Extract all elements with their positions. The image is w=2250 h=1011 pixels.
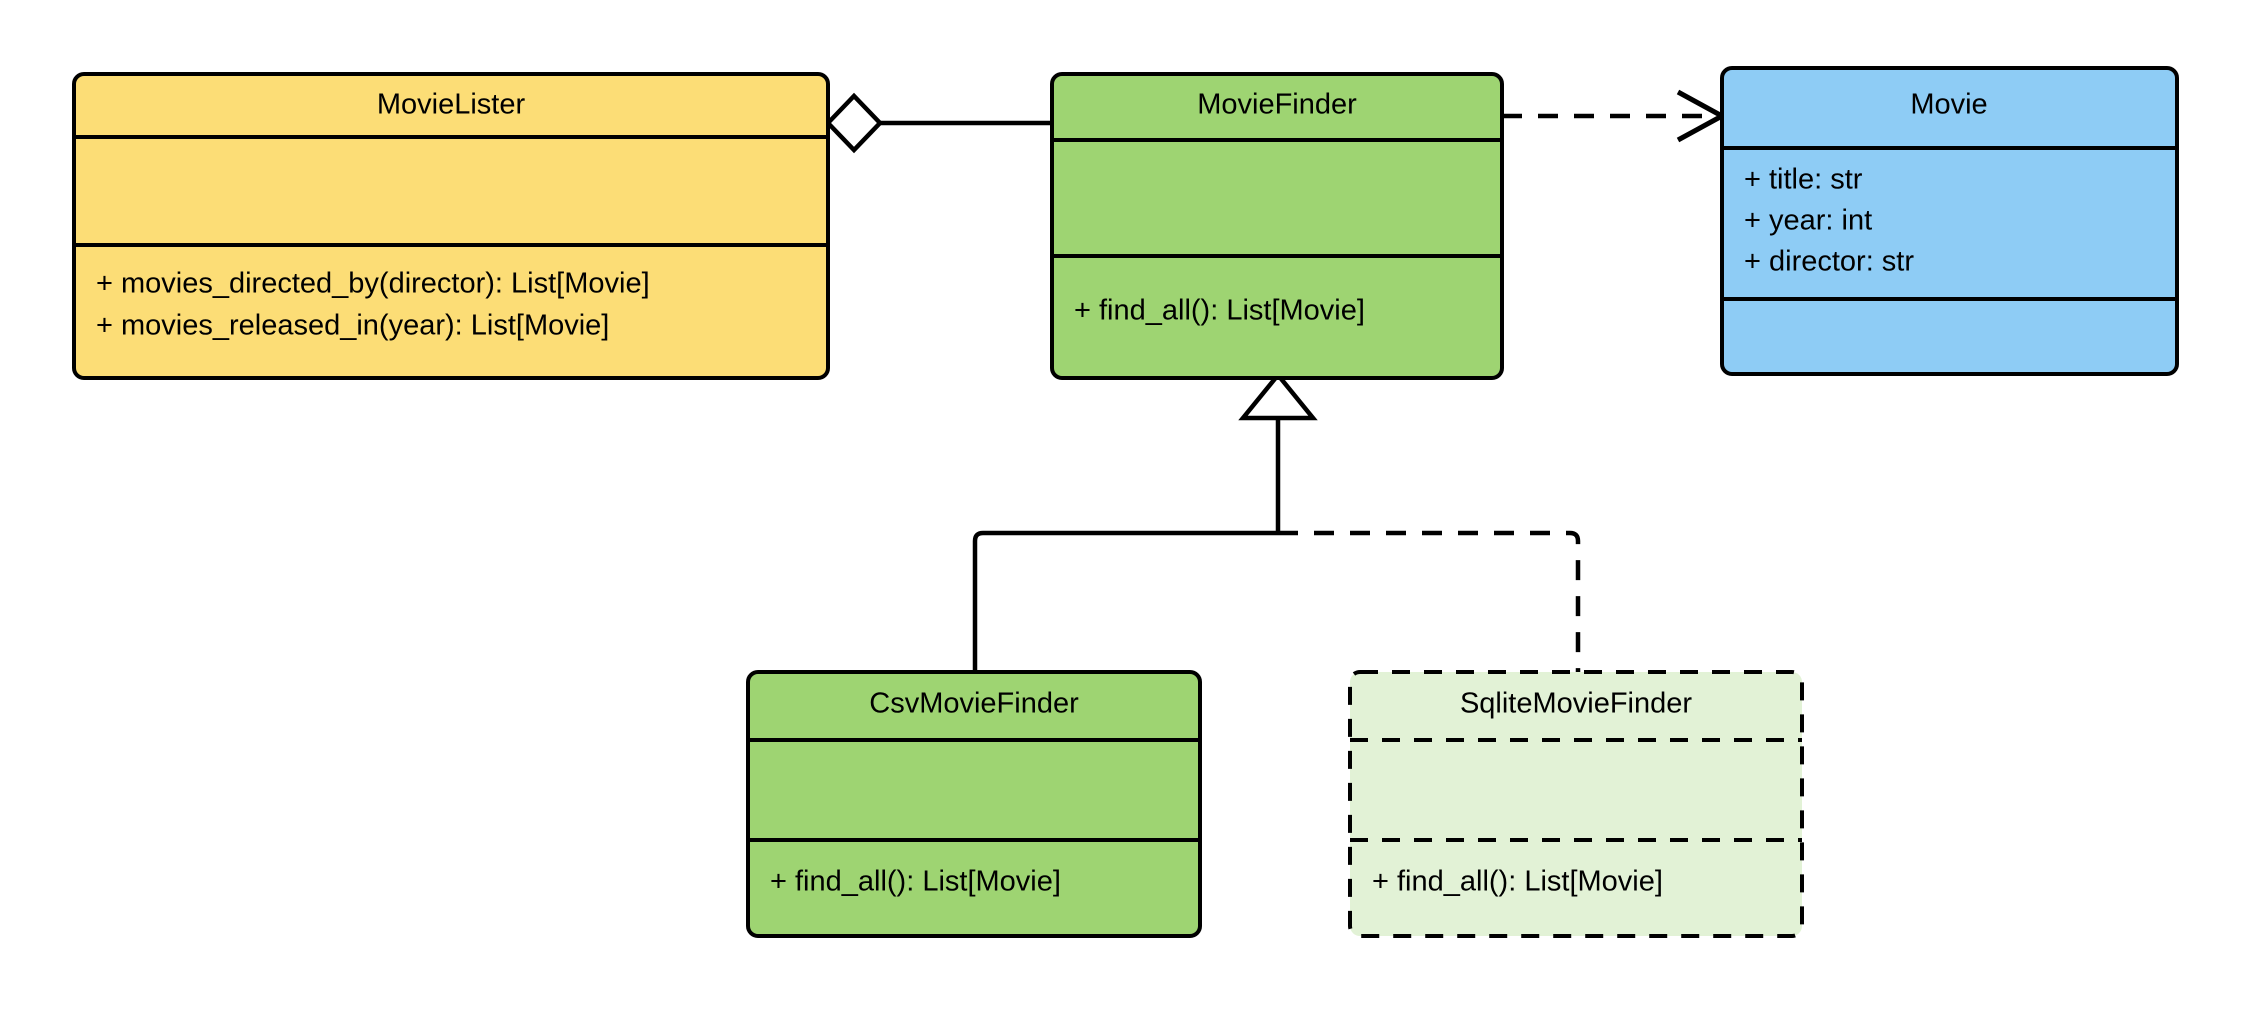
movie-lister-method-1: + movies_released_in(year): List[Movie]	[96, 310, 609, 342]
class-box-csv-movie-finder[interactable]: CsvMovieFinder + find_all(): List[Movie]	[746, 670, 1202, 938]
movie-finder-frame	[1050, 72, 1504, 380]
generalization-line-csv	[972, 530, 1278, 672]
relationship-aggregation-lister-finder[interactable]	[824, 92, 1052, 154]
class-box-movie-lister[interactable]: MovieLister + movies_directed_by(directo…	[72, 72, 830, 380]
relationship-generalization-sqlite-finder[interactable]	[1278, 530, 1581, 672]
class-box-movie-finder[interactable]: MovieFinder + find_all(): List[Movie]	[1050, 72, 1504, 380]
movie-lister-title: MovieLister	[377, 89, 526, 121]
movie-attribute-0: + title: str	[1744, 164, 1863, 196]
relationship-generalization-csv-finder[interactable]	[972, 371, 1318, 672]
movie-lister-method-0: + movies_directed_by(director): List[Mov…	[96, 268, 650, 300]
hollow-diamond-icon	[824, 92, 884, 154]
relationship-dependency-finder-movie[interactable]	[1502, 89, 1728, 143]
class-box-movie[interactable]: Movie + title: str + year: int + directo…	[1720, 66, 2179, 376]
csv-movie-finder-method-0: + find_all(): List[Movie]	[770, 866, 1061, 898]
movie-lister-frame	[72, 72, 830, 380]
movie-attribute-1: + year: int	[1744, 205, 1872, 237]
sqlite-movie-finder-title: SqliteMovieFinder	[1460, 688, 1692, 720]
movie-finder-title: MovieFinder	[1197, 89, 1357, 121]
generalization-line-sqlite	[1278, 530, 1581, 672]
sqlite-movie-finder-method-0: + find_all(): List[Movie]	[1372, 866, 1663, 898]
movie-title: Movie	[1910, 89, 1987, 121]
class-box-sqlite-movie-finder[interactable]: SqliteMovieFinder + find_all(): List[Mov…	[1348, 670, 1804, 938]
hollow-triangle-icon	[1238, 371, 1318, 421]
movie-attribute-2: + director: str	[1744, 246, 1914, 278]
csv-movie-finder-title: CsvMovieFinder	[869, 688, 1079, 720]
movie-finder-method-0: + find_all(): List[Movie]	[1074, 295, 1365, 327]
